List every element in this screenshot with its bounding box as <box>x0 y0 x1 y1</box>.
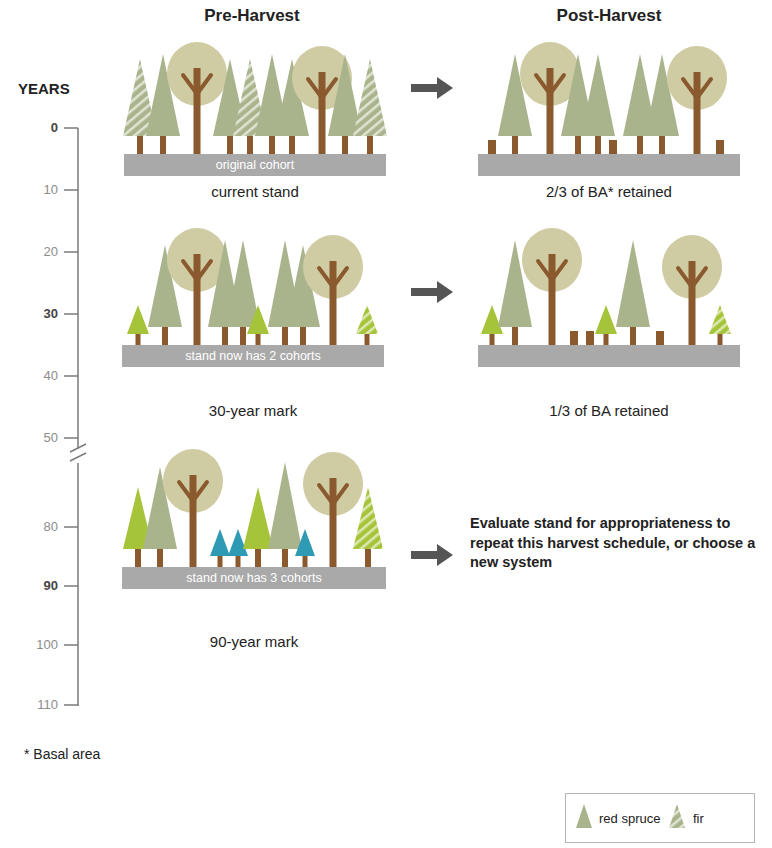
conifer-crown <box>268 462 302 549</box>
axis-tick-label: 80 <box>44 519 58 535</box>
axis-tick-label: 0 <box>51 120 58 136</box>
tree-trunk <box>194 68 201 154</box>
axis-tick-label: 30 <box>44 306 58 322</box>
stand-caption: 2/3 of BA* retained <box>546 183 672 201</box>
cohort-label: original cohort <box>216 158 295 172</box>
evaluate-note: Evaluate stand for appropriateness to re… <box>470 514 764 573</box>
stump <box>716 140 724 154</box>
axis-tick-label: 20 <box>44 244 58 260</box>
tree-trunk <box>547 68 554 154</box>
cohort-bar: stand now has 3 cohorts <box>122 567 386 589</box>
tree-branch <box>308 79 336 98</box>
cohort-bar: stand now has 2 cohorts <box>122 345 384 367</box>
legend-icons <box>566 794 756 844</box>
legend-box: red spruce fir <box>565 793 755 843</box>
conifer-crown <box>247 305 269 334</box>
axis-tick-label: 100 <box>36 637 58 653</box>
ground-bar <box>478 345 740 367</box>
fir-icon <box>669 804 685 828</box>
conifer-crown <box>353 59 387 136</box>
tree-trunk <box>689 261 696 345</box>
stand-caption: 90-year mark <box>210 633 298 651</box>
harvest-arrow <box>411 77 453 566</box>
tree-trunk <box>194 254 201 345</box>
column-heading: Post-Harvest <box>557 6 662 26</box>
tree-branch <box>183 75 211 94</box>
stump <box>656 331 664 345</box>
conifer-crown <box>127 305 149 334</box>
legend-label: red spruce <box>599 811 660 826</box>
tree-branch <box>536 75 564 94</box>
conifer-crown <box>356 305 378 334</box>
conifer-crown <box>595 305 617 334</box>
legend-label: fir <box>693 811 704 826</box>
conifer-crown <box>353 487 383 549</box>
conifer-crown <box>616 240 650 327</box>
stump <box>586 331 594 345</box>
conifer-crown <box>243 487 273 549</box>
tree-branch <box>179 482 207 501</box>
footnote: * Basal area <box>24 746 100 763</box>
conifer-crown <box>295 529 315 556</box>
tree-branch <box>538 261 566 280</box>
tree-trunk <box>694 72 701 154</box>
stand-caption: 1/3 of BA retained <box>549 402 668 420</box>
spruce-icon <box>576 804 592 828</box>
ground-bar <box>478 154 740 176</box>
tree-trunk <box>330 261 337 345</box>
column-heading: Pre-Harvest <box>204 6 299 26</box>
cohort-bar: original cohort <box>124 154 386 176</box>
cohort-label: stand now has 3 cohorts <box>186 571 322 585</box>
stump <box>609 140 617 154</box>
tree-branch <box>319 485 347 504</box>
axis-tick-label: 40 <box>44 368 58 384</box>
tree-branch <box>678 268 706 287</box>
tree-trunk <box>319 72 326 154</box>
cohort-label: stand now has 2 cohorts <box>185 349 321 363</box>
trees <box>123 42 731 567</box>
tree-branch <box>183 261 211 280</box>
stand-caption: 30-year mark <box>209 402 297 420</box>
conifer-crown <box>581 54 615 136</box>
axis-tick-label: 10 <box>44 182 58 198</box>
stump <box>488 140 496 154</box>
tree-trunk <box>190 475 197 567</box>
axis-title: YEARS <box>18 80 70 98</box>
axis-tick-label: 90 <box>44 578 58 594</box>
tree-trunk <box>330 478 337 567</box>
stand-caption: current stand <box>211 183 299 201</box>
stump <box>570 331 578 345</box>
conifer-crown <box>210 529 230 556</box>
year-axis <box>64 128 86 706</box>
conifer-crown <box>709 305 731 334</box>
axis-tick-label: 110 <box>37 697 58 713</box>
axis-tick-label: 50 <box>44 430 58 446</box>
tree-trunk <box>549 254 556 345</box>
tree-branch <box>319 268 347 287</box>
tree-branch <box>683 79 711 98</box>
